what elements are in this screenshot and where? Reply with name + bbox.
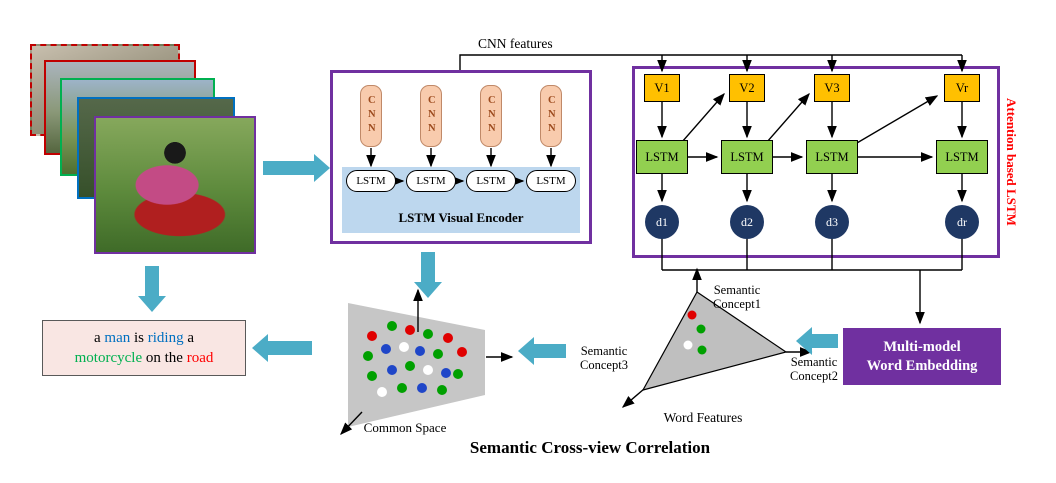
scatter-dot	[443, 333, 453, 343]
figure-title: Semantic Cross-view Correlation	[469, 438, 711, 457]
d-node-r: dr	[945, 205, 979, 239]
scatter-dot	[417, 383, 427, 393]
scatter-dot	[437, 385, 447, 395]
common-space-axes	[340, 288, 514, 436]
d-node-3: d3	[815, 205, 849, 239]
scatter-dot	[387, 365, 397, 375]
scatter-dot	[367, 371, 377, 381]
sentence-line-1: a man is riding a	[94, 328, 194, 348]
flow-arrow-common-space-to-sentence	[252, 334, 312, 362]
word-embedding-box: Multi-model Word Embedding	[843, 328, 1001, 385]
scatter-dot	[457, 347, 467, 357]
scatter-dot	[397, 383, 407, 393]
semantic-concept1-label: Semantic Concept1	[713, 283, 761, 312]
sentence-word: a	[93, 329, 105, 346]
scatter-dot	[377, 387, 387, 397]
sentence-word: on the	[142, 350, 187, 366]
v-node-3: V3	[814, 74, 850, 102]
encoder-lstm-cell: LSTM	[466, 170, 516, 192]
sentence-word: a	[183, 329, 195, 346]
semantic-concept3-label: Semantic Concept3	[580, 344, 628, 373]
v-node-r: Vr	[944, 74, 980, 102]
attention-lstm-cell: LSTM	[636, 140, 688, 174]
scatter-dot	[381, 344, 391, 354]
sentence-word: road	[186, 350, 214, 366]
common-space-label: Common Space	[363, 420, 447, 435]
sentence-word: is	[130, 329, 148, 346]
common-space-dots	[363, 321, 467, 397]
cnn-label: CNN	[486, 95, 498, 137]
encoder-lstm-cell: LSTM	[346, 170, 396, 192]
scatter-dot	[399, 342, 409, 352]
flow-arrow-embedding-to-triangle	[796, 327, 838, 355]
v-node-2: V2	[729, 74, 765, 102]
d-node-2: d2	[730, 205, 764, 239]
encoder-lstm-cell: LSTM	[526, 170, 576, 192]
scatter-dot	[696, 324, 706, 334]
scatter-dot	[423, 365, 433, 375]
cnn-block: CNN	[480, 85, 502, 147]
encoder-title: LSTM Visual Encoder	[398, 210, 524, 225]
sentence-word: man	[104, 329, 131, 346]
scatter-dot	[367, 331, 377, 341]
sentence-box: a man is riding a motorcycle on the road	[42, 320, 246, 376]
scatter-dot	[423, 329, 433, 339]
flow-arrow-encoder-to-common-space	[414, 252, 442, 298]
flow-arrow-frames-to-encoder	[263, 154, 330, 182]
cnn-features-label: CNN features	[478, 36, 553, 51]
scatter-dot	[415, 346, 425, 356]
flow-arrow-triangle-to-common-space	[518, 337, 566, 365]
triangle-dots	[683, 310, 707, 355]
attention-lstm-cell: LSTM	[936, 140, 988, 174]
lstm-label: LSTM	[356, 175, 386, 187]
cnn-block: CNN	[420, 85, 442, 147]
semantic-concept2-label: Semantic Concept2	[790, 355, 838, 384]
scatter-dot	[405, 361, 415, 371]
sentence-line-2: motorcycle on the road	[75, 348, 214, 368]
video-frame	[94, 116, 256, 254]
d-node-1: d1	[645, 205, 679, 239]
sentence-word: riding	[147, 329, 184, 346]
v-node-1: V1	[644, 74, 680, 102]
scatter-dot	[453, 369, 463, 379]
scatter-dot	[683, 340, 693, 350]
word-embedding-line1: Multi-model	[883, 338, 961, 355]
scatter-dot	[687, 310, 697, 320]
attention-lstm-cell: LSTM	[806, 140, 858, 174]
lstm-label: LSTM	[476, 175, 506, 187]
word-embedding-line2: Word Embedding	[866, 357, 978, 374]
scatter-dot	[387, 321, 397, 331]
cnn-block: CNN	[540, 85, 562, 147]
sentence-word: motorcycle	[74, 350, 143, 366]
scatter-dot	[363, 351, 373, 361]
scatter-dot	[405, 325, 415, 335]
scatter-dot	[433, 349, 443, 359]
lstm-label: LSTM	[536, 175, 566, 187]
cnn-label: CNN	[426, 95, 438, 137]
attention-title: Attention based LSTM	[1004, 98, 1019, 226]
scatter-dot	[441, 368, 451, 378]
scatter-dot	[697, 345, 707, 355]
flow-arrow-frames-to-sentence	[138, 266, 166, 312]
cnn-label: CNN	[366, 95, 378, 137]
cnn-label: CNN	[546, 95, 558, 137]
encoder-lstm-cell: LSTM	[406, 170, 456, 192]
lstm-label: LSTM	[416, 175, 446, 187]
attention-lstm-cell: LSTM	[721, 140, 773, 174]
common-space-plane	[348, 303, 485, 427]
word-features-label: Word Features	[663, 410, 743, 425]
cnn-block: CNN	[360, 85, 382, 147]
